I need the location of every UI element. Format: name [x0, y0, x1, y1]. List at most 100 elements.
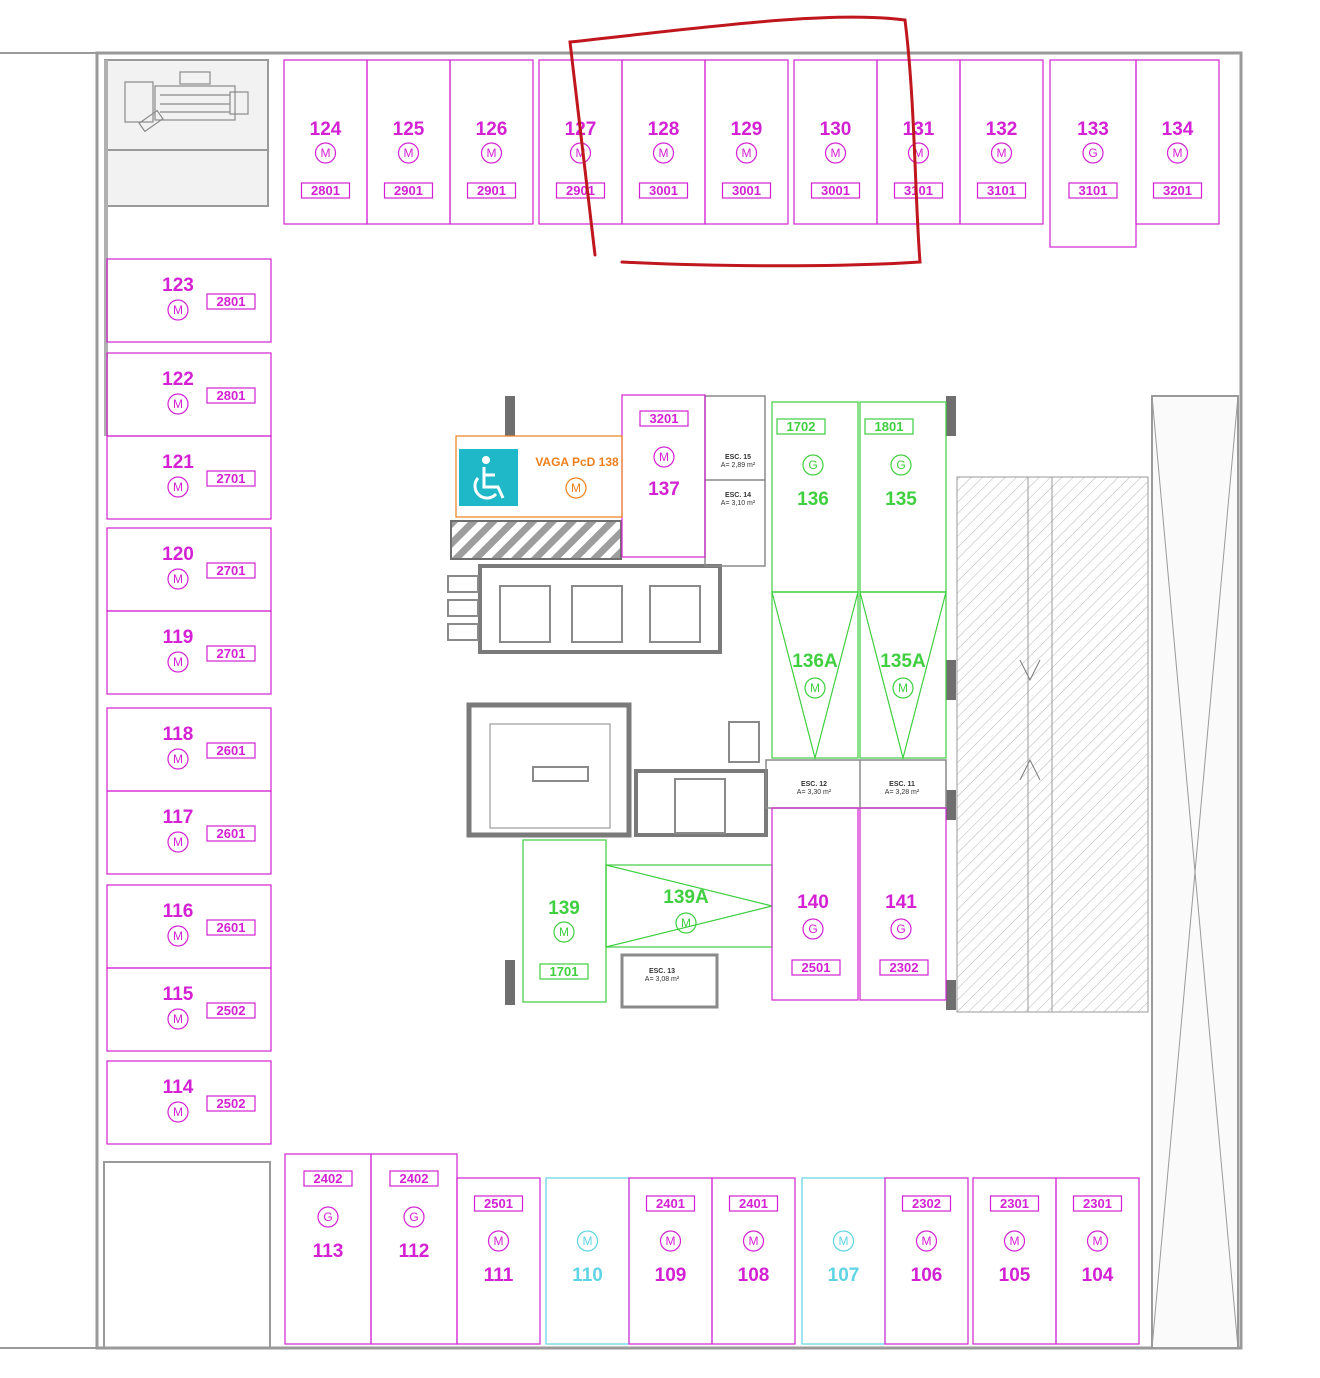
unit-number: 2402 [314, 1171, 343, 1186]
space-number: 104 [1082, 1265, 1114, 1286]
storage-id: ESC. 12 [801, 781, 827, 788]
space-badge: G [896, 922, 905, 936]
unit-box [1072, 1195, 1123, 1212]
space-outline [106, 435, 272, 520]
unit-box [810, 182, 861, 199]
badge-circle [167, 1008, 189, 1030]
space-outline [366, 59, 451, 225]
unit-box [864, 418, 914, 435]
space-outline [801, 1177, 886, 1345]
unit-number: 2501 [802, 960, 831, 975]
storage-room-1: ESC. 15A= 2,89 m² [721, 454, 756, 469]
unit-box [879, 959, 929, 976]
unit-number: 2601 [217, 743, 246, 758]
unit-box [539, 963, 589, 980]
vehicle-ramp [956, 476, 1149, 1013]
unit-number: 2801 [217, 294, 246, 309]
badge-circle [167, 651, 189, 673]
space-number: 112 [399, 1241, 430, 1262]
space-badge: M [922, 1234, 932, 1248]
badge-circle [167, 925, 189, 947]
unit-number: 2901 [566, 183, 595, 198]
space-outline [106, 352, 272, 437]
badge-circle [576, 1230, 599, 1252]
unit-box [206, 293, 256, 310]
badge-circle [314, 142, 337, 164]
space-outline [456, 1177, 541, 1345]
unit-box [466, 182, 517, 199]
space-badge: M [659, 146, 669, 160]
unit-number: 2502 [217, 1096, 246, 1111]
wheelchair-icon [459, 449, 518, 506]
storage-area: A= 3,08 m² [645, 976, 680, 983]
space-number: 111 [484, 1265, 514, 1286]
space-outline [106, 884, 272, 969]
unit-box [206, 562, 256, 579]
space-outline [1135, 59, 1220, 225]
space-number: 140 [797, 892, 829, 913]
badge-circle [1082, 142, 1104, 164]
badge-circle [1086, 1230, 1109, 1252]
space-outline [106, 258, 272, 343]
unit-box [303, 1170, 353, 1187]
unit-box [901, 1195, 952, 1212]
space-number: 129 [731, 119, 763, 140]
generator-icon [124, 71, 249, 133]
space-badge: M [494, 1234, 504, 1248]
space-badge: G [1088, 146, 1097, 160]
space-number: 106 [911, 1265, 943, 1286]
badge-circle [1166, 142, 1189, 164]
unit-box [206, 1095, 256, 1112]
space-outline [884, 1177, 969, 1345]
badge-circle [675, 912, 697, 934]
badge-circle [653, 446, 675, 468]
unit-box [206, 742, 256, 759]
storage-area: A= 3,10 m² [721, 500, 756, 507]
space-badge: M [583, 1234, 593, 1248]
space-badge: M [997, 146, 1007, 160]
space-outline [859, 591, 947, 761]
space-outline [621, 59, 706, 225]
space-badge: G [896, 458, 905, 472]
